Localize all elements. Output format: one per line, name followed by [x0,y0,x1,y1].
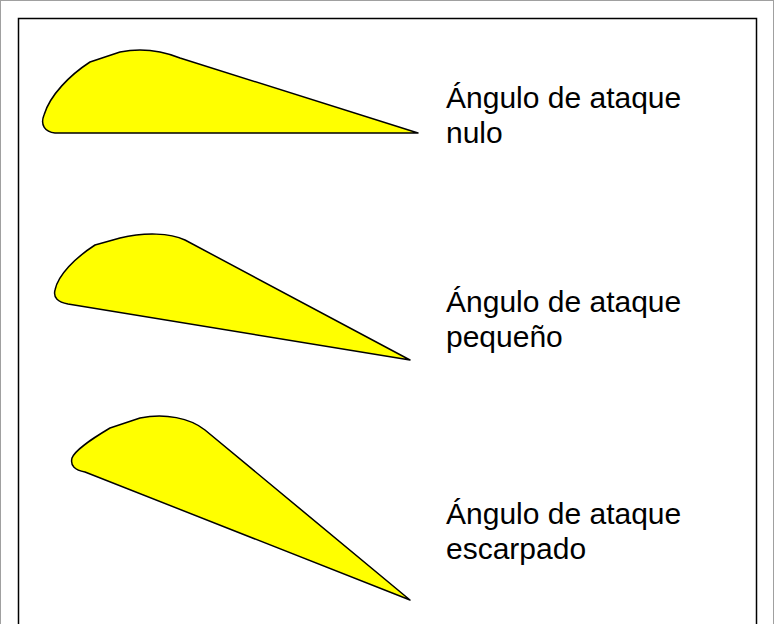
angle-label: Ángulo de ataque pequeño [446,284,741,354]
airfoil-steep-angle [72,416,410,600]
inner-frame [19,19,757,624]
angle-label: Ángulo de ataque nulo [446,80,741,150]
airfoil-zero-angle [43,50,418,133]
angle-label: Ángulo de ataque escarpado [446,496,741,566]
airfoil-small-angle [55,234,410,360]
